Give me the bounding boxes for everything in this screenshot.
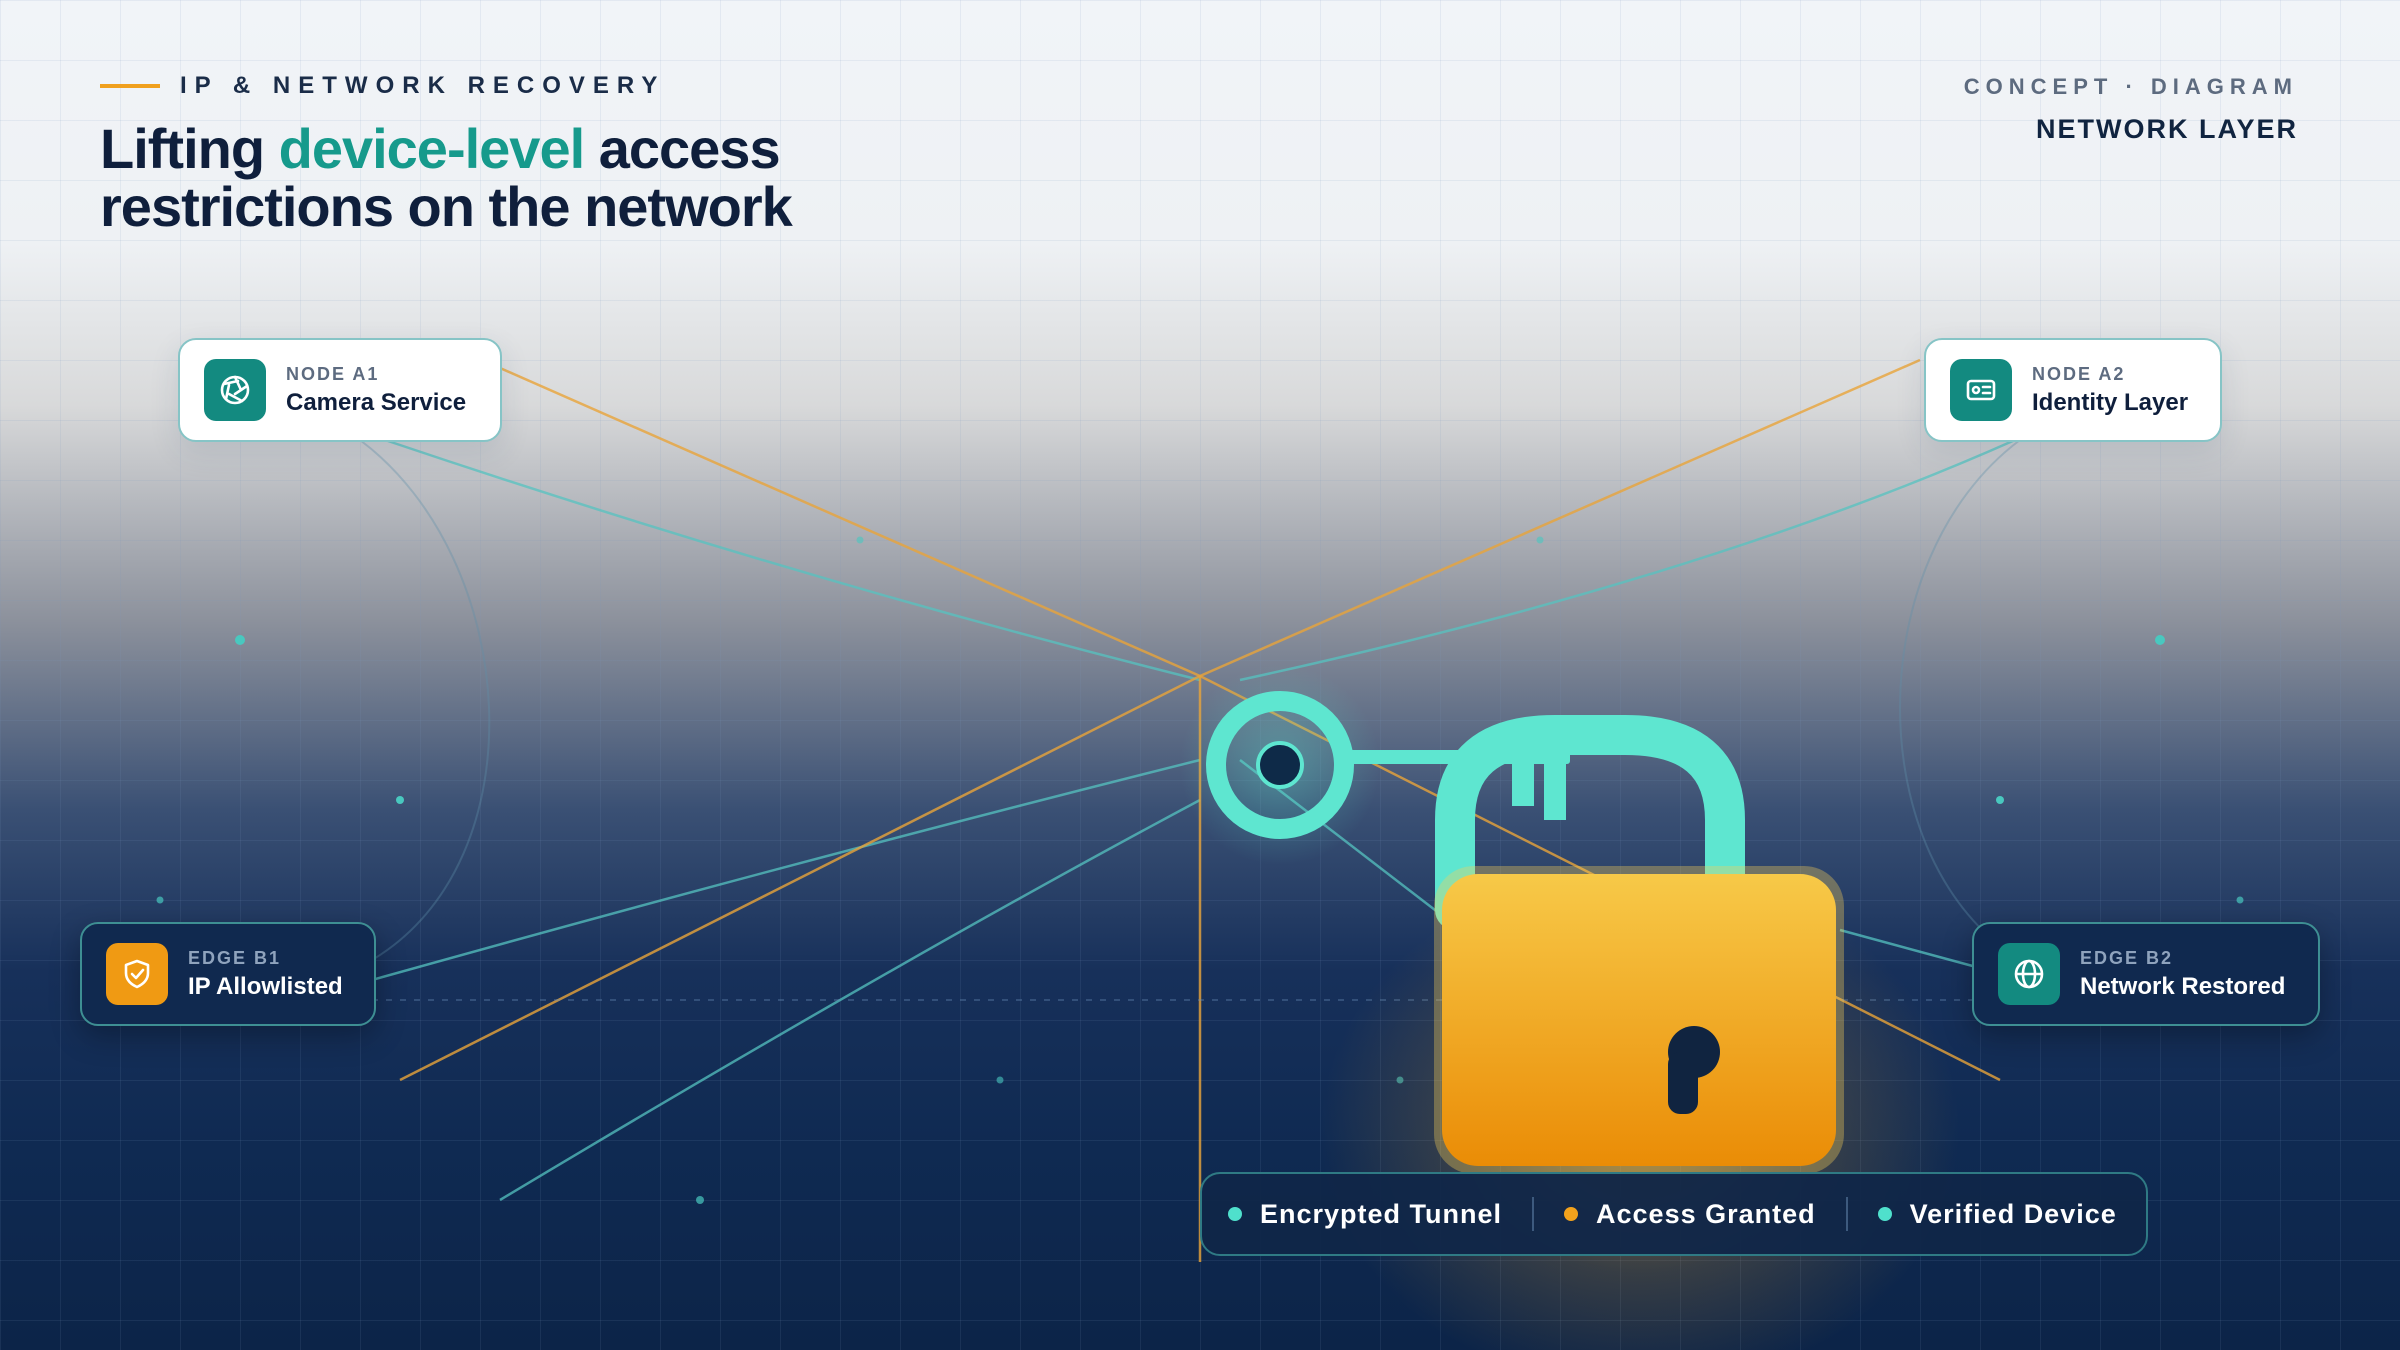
kicker-text: IP & NETWORK RECOVERY: [180, 72, 666, 99]
legend-divider: [1845, 1197, 1848, 1231]
page-title: Lifting device-level access restrictions…: [100, 120, 860, 236]
legend-item-access-granted: Access Granted: [1564, 1199, 1816, 1230]
corner-label: CONCEPT · DIAGRAM: [1963, 74, 2298, 99]
legend-item-verified-device: Verified Device: [1877, 1198, 2117, 1230]
node-camera-service: NODE A1 Camera Service: [178, 338, 502, 442]
shield-check-icon: [106, 943, 168, 1005]
legend-label: Verified Device: [1909, 1198, 2117, 1229]
legend-item-encrypted-tunnel: Encrypted Tunnel: [1228, 1199, 1502, 1230]
camera-aperture-icon: [204, 359, 266, 421]
node-key: EDGE B1: [188, 947, 282, 968]
header-kicker: IP & NETWORK RECOVERY: [100, 72, 665, 100]
legend-dot: [1877, 1207, 1892, 1221]
node-identity-layer: NODE A2 Identity Layer: [1924, 338, 2222, 442]
node-label: Network Restored: [2080, 972, 2286, 1000]
node-key: NODE A1: [286, 363, 380, 384]
left-arc: [359, 439, 491, 961]
legend-divider: [1532, 1197, 1535, 1231]
legend-label: Encrypted Tunnel: [1260, 1198, 1503, 1229]
edge-network-restored: EDGE B2 Network Restored: [1972, 922, 2320, 1026]
node-label: Identity Layer: [2032, 388, 2189, 416]
kicker-accent-bar: [100, 84, 160, 88]
node-key: NODE A2: [2032, 363, 2126, 384]
edge-ip-allowlisted: EDGE B1 IP Allowlisted: [80, 922, 376, 1026]
title-part2: access restrictions on the network: [100, 117, 793, 238]
right-arc: [1899, 439, 2021, 961]
title-highlight: device-level: [278, 117, 586, 180]
padlock-open-icon: [1434, 715, 1844, 1174]
legend-label: Access Granted: [1596, 1198, 1816, 1229]
node-key: EDGE B2: [2080, 947, 2174, 968]
legend: Encrypted Tunnel Access Granted Verified…: [1200, 1172, 2148, 1256]
particles: [156, 536, 2244, 1204]
key-icon: [1206, 691, 1570, 839]
corner-title: NETWORK LAYER: [2035, 114, 2298, 144]
globe-icon: [1998, 943, 2060, 1005]
legend-dot: [1564, 1207, 1579, 1221]
node-label: Camera Service: [286, 388, 467, 416]
node-label: IP Allowlisted: [188, 972, 343, 1000]
id-card-icon: [1950, 359, 2012, 421]
title-part1: Lifting: [100, 117, 265, 180]
legend-dot: [1228, 1207, 1242, 1221]
